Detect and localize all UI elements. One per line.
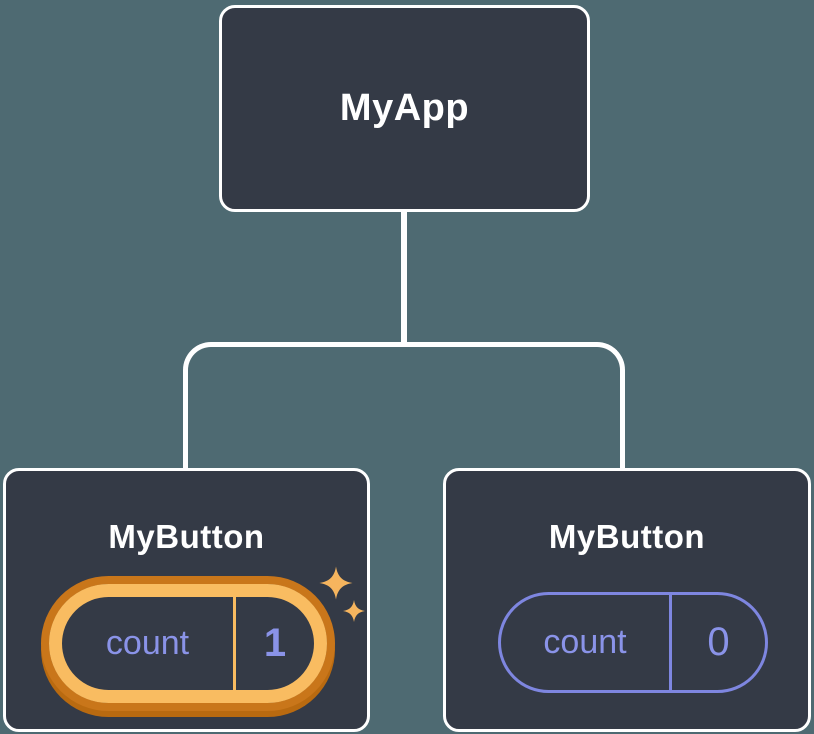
- state-key-label: count: [543, 623, 627, 661]
- state-pill-highlighted: count 1: [49, 584, 327, 703]
- pill-divider: [233, 597, 236, 690]
- node-mybutton-left: MyButton count 1: [3, 468, 370, 732]
- node-mybutton-right: MyButton count 0: [443, 468, 811, 732]
- node-mybutton-right-label: MyButton: [548, 518, 706, 555]
- state-key-label: count: [105, 624, 190, 662]
- node-myapp-label: MyApp: [339, 87, 470, 129]
- state-value: 0: [707, 620, 730, 664]
- state-value: 1: [263, 621, 287, 665]
- connector-bracket: [183, 342, 625, 468]
- node-myapp: MyApp: [219, 5, 590, 212]
- pill-divider: [669, 595, 672, 690]
- state-pill-normal: count 0: [498, 592, 768, 693]
- sparkle-icon: [342, 599, 366, 623]
- node-mybutton-left-label: MyButton: [108, 518, 265, 555]
- sparkle-icon: [318, 565, 354, 601]
- connector-stem: [401, 210, 407, 345]
